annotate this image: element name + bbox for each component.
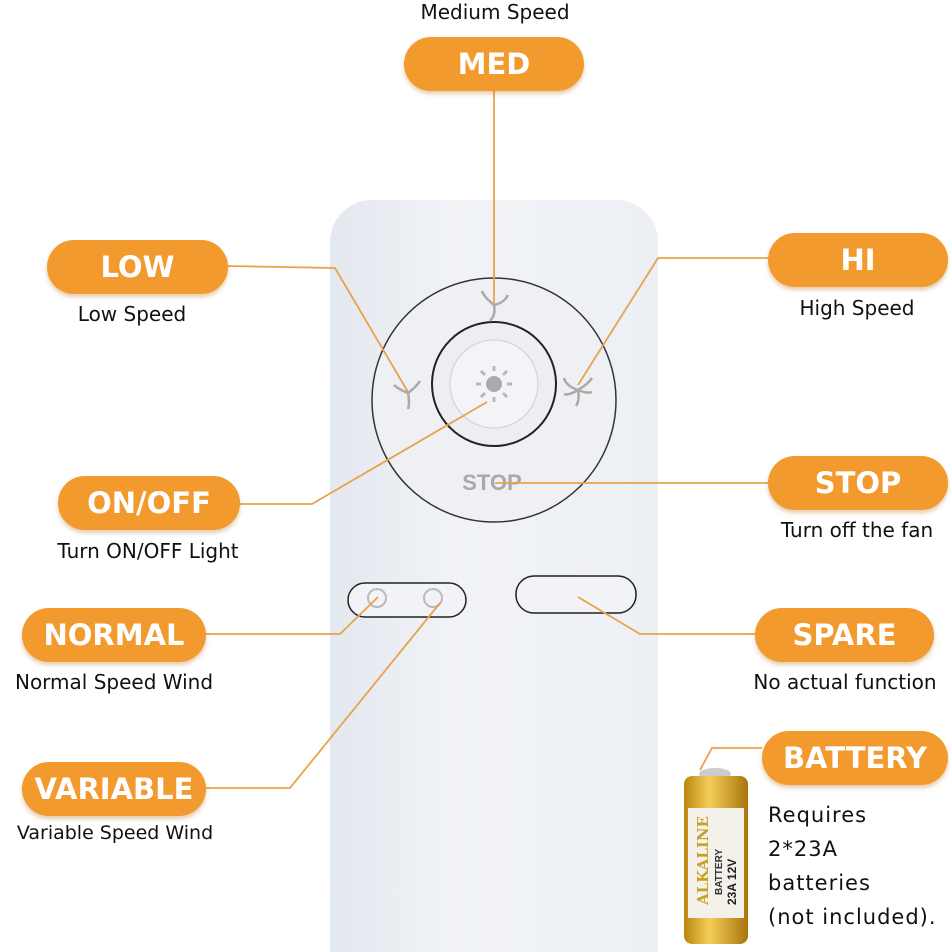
onoff-label: ON/OFF [58, 476, 240, 530]
battery-text-line: 2*23A [768, 837, 838, 861]
fan-icon-med [480, 290, 510, 322]
battery-type: BATTERY [714, 849, 725, 895]
battery-model: 23A 12V [725, 859, 739, 905]
battery-text-line: batteries [768, 871, 871, 895]
spare-label: SPARE [755, 608, 934, 662]
normal-variable-button [347, 582, 467, 618]
hi-label: HI [768, 233, 948, 287]
variable-caption: Variable Speed Wind [16, 822, 214, 844]
variable-wind-icon [423, 588, 443, 608]
stop-caption: Turn off the fan [780, 518, 934, 542]
med-caption: Medium Speed [420, 0, 570, 24]
normal-label: NORMAL [22, 608, 206, 662]
light-icon [476, 366, 512, 402]
spare-button [515, 575, 637, 614]
low-label: LOW [47, 240, 228, 294]
onoff-caption: Turn ON/OFF Light [57, 539, 239, 563]
normal-wind-icon [367, 588, 387, 608]
spare-caption: No actual function [753, 670, 937, 694]
stop-label: STOP [768, 456, 948, 510]
low-caption: Low Speed [77, 302, 187, 326]
normal-caption: Normal Speed Wind [14, 670, 214, 694]
leader-lines [206, 91, 768, 789]
battery-brand: ALKALINE [694, 816, 712, 906]
battery-text-line: (not included). [768, 905, 937, 929]
battery-label: BATTERY [762, 731, 948, 785]
med-label: MED [404, 37, 584, 91]
fan-icon-low [393, 380, 422, 410]
battery-image: ALKALINE BATTERY 23A 12V [684, 768, 748, 944]
hi-caption: High Speed [799, 296, 915, 320]
fan-icon-hi [562, 377, 594, 407]
variable-label: VARIABLE [22, 762, 206, 816]
battery-text-line: Requires [768, 803, 868, 827]
